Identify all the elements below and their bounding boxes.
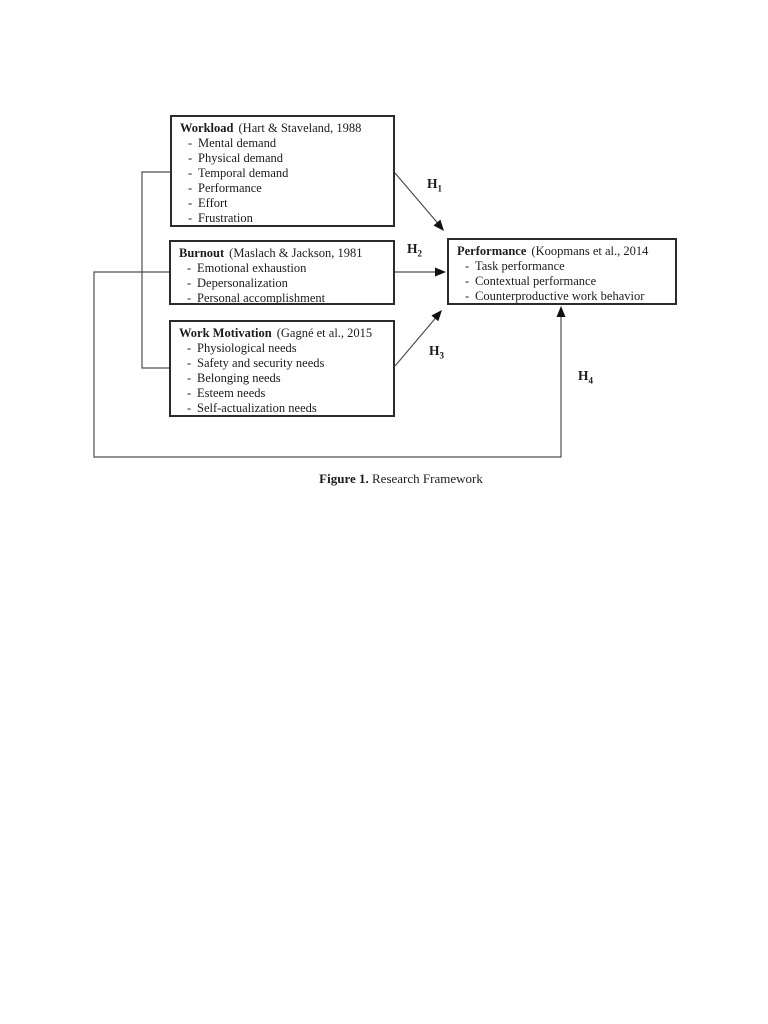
- workload-box: Workload(Hart & Staveland, 1988 -Mental …: [170, 115, 395, 227]
- h2-hypothesis-label: H2: [407, 241, 423, 259]
- list-item: -Counterproductive work behavior: [457, 289, 669, 303]
- item-label: Esteem needs: [197, 386, 266, 400]
- bullet-dash: -: [188, 181, 193, 195]
- bullet-dash: -: [188, 166, 193, 180]
- list-item: -Frustration: [180, 211, 387, 225]
- h3-subscript: 3: [439, 350, 445, 361]
- workload-title: Workload: [180, 121, 234, 135]
- list-item: -Contextual performance: [457, 274, 669, 289]
- h2-base: H: [407, 241, 418, 256]
- h4-subscript: 4: [588, 375, 594, 386]
- work-motivation-box: Work Motivation(Gagné et al., 2015 -Phys…: [169, 320, 395, 417]
- burnout-title: Burnout: [179, 246, 225, 260]
- h1-arrowhead: [433, 219, 444, 231]
- item-label: Counterproductive work behavior: [475, 289, 645, 303]
- list-item: -Personal accomplishment: [179, 291, 387, 305]
- h1-base: H: [427, 176, 438, 191]
- h1-arrow-line: [394, 172, 442, 228]
- item-label: Emotional exhaustion: [197, 261, 307, 275]
- bullet-dash: -: [465, 274, 470, 288]
- bullet-dash: -: [187, 341, 192, 355]
- list-item: -Performance: [180, 181, 387, 196]
- list-item: -Effort: [180, 196, 387, 211]
- h4-arrowhead: [556, 306, 566, 317]
- list-item: -Safety and security needs: [179, 356, 387, 371]
- h4-connector-line: [93, 271, 562, 458]
- item-label: Contextual performance: [475, 274, 597, 288]
- h4-hypothesis-label: H4: [578, 368, 594, 386]
- bullet-dash: -: [187, 291, 192, 305]
- burnout-citation: (Maslach & Jackson, 1981: [229, 246, 363, 260]
- workload-heading: Workload (Hart & Staveland, 1988: [180, 121, 387, 136]
- item-label: Effort: [198, 196, 228, 210]
- work-motivation-heading: Work Motivation (Gagné et al., 2015: [179, 326, 387, 341]
- bullet-dash: -: [188, 196, 193, 210]
- h1-hypothesis-label: H1: [427, 176, 443, 194]
- list-item: -Emotional exhaustion: [179, 261, 387, 276]
- work-motivation-citation: (Gagné et al., 2015: [276, 326, 373, 340]
- h1-subscript: 1: [437, 183, 443, 194]
- bullet-dash: -: [188, 151, 193, 165]
- h4-base: H: [578, 368, 589, 383]
- list-item: -Temporal demand: [180, 166, 387, 181]
- item-label: Task performance: [475, 259, 565, 273]
- performance-title: Performance: [457, 244, 527, 258]
- workload-motivation-bracket-line: [141, 171, 170, 369]
- item-label: Temporal demand: [198, 166, 289, 180]
- h2-subscript: 2: [417, 248, 423, 259]
- item-label: Belonging needs: [197, 371, 281, 385]
- burnout-box: Burnout(Maslach & Jackson, 1981 -Emotion…: [169, 240, 395, 305]
- burnout-heading: Burnout (Maslach & Jackson, 1981: [179, 246, 387, 261]
- item-label: Physiological needs: [197, 341, 297, 355]
- list-item: -Belonging needs: [179, 371, 387, 386]
- workload-citation: (Hart & Staveland, 1988: [238, 121, 362, 135]
- h2-arrowhead: [435, 267, 446, 277]
- work-motivation-title: Work Motivation: [179, 326, 272, 340]
- list-item: -Depersonalization: [179, 276, 387, 291]
- item-label: Personal accomplishment: [197, 291, 326, 305]
- figure-caption-prefix: Figure 1.: [319, 471, 369, 486]
- bullet-dash: -: [187, 261, 192, 275]
- h3-arrow-line: [394, 313, 440, 367]
- figure-caption: Figure 1. Research Framework: [319, 471, 483, 487]
- bullet-dash: -: [187, 386, 192, 400]
- performance-heading: Performance (Koopmans et al., 2014: [457, 244, 669, 259]
- bullet-dash: -: [187, 401, 192, 415]
- bullet-dash: -: [187, 356, 192, 370]
- h3-base: H: [429, 343, 440, 358]
- bullet-dash: -: [188, 136, 193, 150]
- list-item: -Physical demand: [180, 151, 387, 166]
- list-item: -Esteem needs: [179, 386, 387, 401]
- list-item: -Task performance: [457, 259, 669, 274]
- bullet-dash: -: [187, 276, 192, 290]
- h3-hypothesis-label: H3: [429, 343, 445, 361]
- list-item: -Self-actualization needs: [179, 401, 387, 415]
- item-label: Performance: [198, 181, 262, 195]
- bullet-dash: -: [187, 371, 192, 385]
- figure-caption-text: Research Framework: [368, 471, 483, 486]
- item-label: Self-actualization needs: [197, 401, 317, 415]
- performance-box: Performance(Koopmans et al., 2014 -Task …: [447, 238, 677, 305]
- list-item: -Mental demand: [180, 136, 387, 151]
- bullet-dash: -: [188, 211, 193, 225]
- item-label: Safety and security needs: [197, 356, 325, 370]
- item-label: Mental demand: [198, 136, 277, 150]
- h3-arrowhead: [431, 310, 442, 322]
- item-label: Frustration: [198, 211, 253, 225]
- bullet-dash: -: [465, 289, 470, 303]
- bullet-dash: -: [465, 259, 470, 273]
- item-label: Physical demand: [198, 151, 284, 165]
- item-label: Depersonalization: [197, 276, 288, 290]
- list-item: -Physiological needs: [179, 341, 387, 356]
- performance-citation: (Koopmans et al., 2014: [531, 244, 649, 258]
